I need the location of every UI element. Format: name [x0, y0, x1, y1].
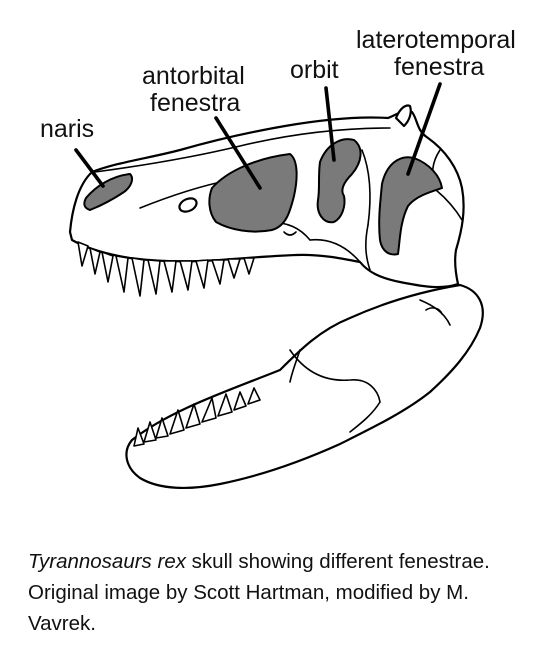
pointer-lines: [74, 82, 442, 190]
naris-pointer: [74, 148, 105, 188]
label-antorbital-line2: fenestra: [150, 89, 240, 117]
antorbital-fenestra-opening: [208, 153, 298, 233]
label-laterotemporal-line1: laterotemporal: [356, 26, 516, 54]
label-antorbital-line1: antorbital: [142, 62, 245, 90]
orbit-opening: [316, 138, 362, 224]
orbit-pointer: [324, 86, 336, 162]
skull-diagram: naris antorbital fenestra orbit laterote…: [40, 26, 516, 490]
cranium: [68, 104, 465, 297]
labels: naris antorbital fenestra orbit laterote…: [40, 26, 516, 143]
upper-teeth: [77, 241, 255, 297]
naris-opening: [83, 173, 133, 211]
label-orbit: orbit: [290, 56, 339, 84]
mandible: [125, 283, 484, 490]
skull-svg: naris antorbital fenestra orbit laterote…: [40, 26, 516, 490]
laterotemporal-pointer: [406, 82, 442, 176]
caption-species: Tyrannosaurs rex: [28, 550, 186, 573]
lower-teeth: [133, 387, 261, 447]
antorbital-pointer: [214, 116, 262, 190]
caption-text: skull showing different fenestrae. Origi…: [28, 550, 490, 635]
label-naris: naris: [40, 115, 94, 143]
figure-caption: Tyrannosaurs rex skull showing different…: [28, 546, 528, 639]
label-laterotemporal-line2: fenestra: [394, 53, 484, 81]
